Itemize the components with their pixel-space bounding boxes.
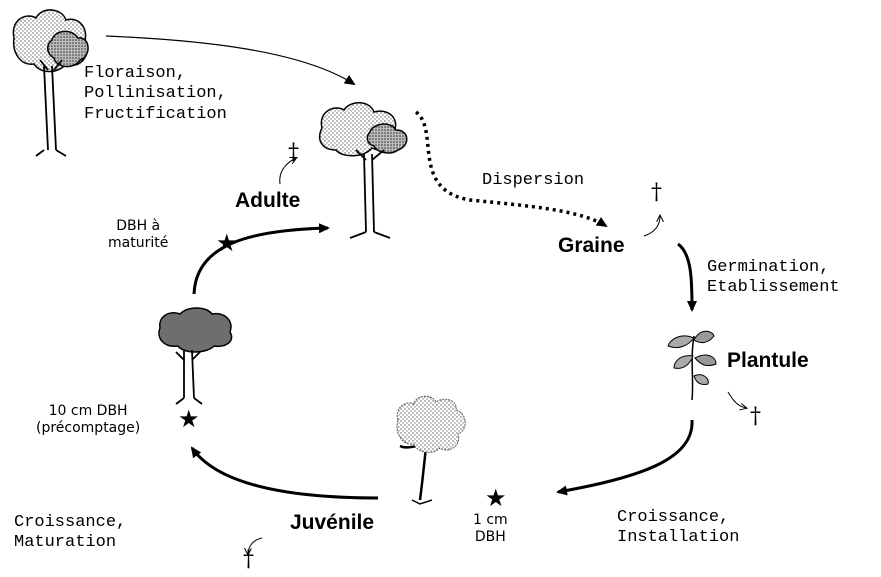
- cycle-arrows: [105, 35, 746, 554]
- fruiting-adult-tree-icon: [318, 102, 408, 239]
- threshold-dbh-1cm: 1 cm DBH: [473, 512, 508, 545]
- stage-graine: Graine: [558, 234, 625, 257]
- mortality-arrow-juvenile: [248, 537, 263, 554]
- star-icon-1cm: ★: [485, 484, 507, 512]
- threshold-dbh-maturite: DBH à maturité: [108, 218, 169, 251]
- pole-tree-icon: [158, 307, 233, 405]
- stage-plantule: Plantule: [727, 349, 809, 372]
- dagger-icon-juvenile: †: [243, 547, 254, 572]
- arrow-croissance-installation: [556, 419, 694, 496]
- process-croissance-installation: Croissance, Installation: [617, 508, 740, 548]
- arrow-germination: [677, 242, 697, 312]
- arrow-floraison: [105, 35, 356, 86]
- dagger-icon-adulte: †: [288, 140, 299, 165]
- threshold-dbh-10cm: 10 cm DBH (précomptage): [36, 403, 141, 436]
- stage-juvenile: Juvénile: [290, 511, 375, 534]
- star-icon-maturite: ★: [216, 229, 238, 257]
- dagger-icon-graine: †: [651, 180, 662, 205]
- arrow-maturation-adult: [192, 223, 330, 295]
- arrow-croissance-maturation: [190, 446, 379, 500]
- process-croissance-maturation: Croissance, Maturation: [14, 513, 127, 553]
- juvenile-tree-icon: [396, 395, 466, 505]
- dagger-icon-plantule: †: [750, 404, 761, 429]
- stage-adulte: Adulte: [235, 189, 301, 212]
- seedling-icon: [667, 330, 717, 401]
- process-dispersion: Dispersion: [482, 171, 585, 190]
- star-icon-10cm: ★: [178, 405, 200, 433]
- process-floraison: Floraison, Pollinisation, Fructification: [84, 64, 227, 124]
- mortality-arrow-graine: [643, 216, 660, 237]
- flowering-tree-icon: [12, 9, 89, 157]
- mortality-arrow-adulte: [279, 158, 296, 185]
- mortality-arrow-plantule: [727, 391, 746, 408]
- arrow-dispersion: [414, 110, 608, 228]
- process-germination: Germination, Etablissement: [707, 258, 840, 298]
